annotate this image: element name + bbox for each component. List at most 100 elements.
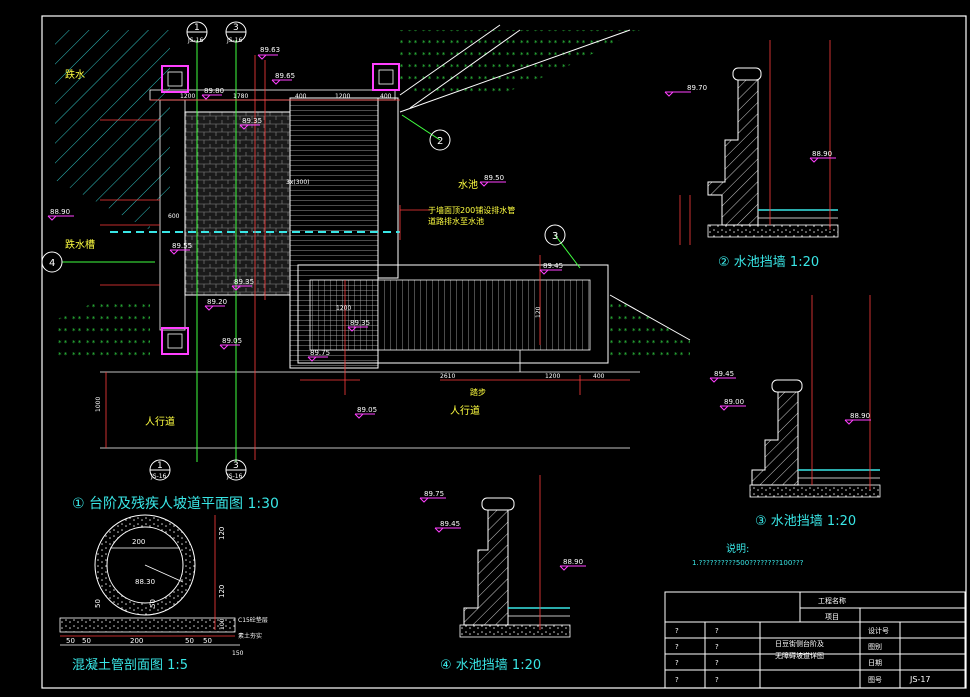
svg-text:89.63: 89.63 — [260, 46, 280, 54]
svg-text:89.45: 89.45 — [543, 262, 563, 270]
svg-text:?: ? — [715, 659, 719, 667]
svg-text:89.05: 89.05 — [357, 406, 377, 414]
svg-text:2610: 2610 — [440, 373, 455, 380]
svg-text:88.90: 88.90 — [850, 412, 870, 420]
svg-text:89.00: 89.00 — [724, 398, 744, 406]
svg-text:JS-16: JS-16 — [226, 37, 243, 44]
svg-text:图号: 图号 — [868, 676, 882, 684]
svg-text:3x(300): 3x(300) — [286, 179, 310, 186]
svg-text:素土夯实: 素土夯实 — [238, 632, 262, 640]
svg-text:120: 120 — [218, 585, 226, 598]
section-callouts — [41, 21, 566, 481]
label-sidewalk-mid: 人行道 — [450, 404, 480, 417]
svg-text:JS-16: JS-16 — [150, 473, 167, 480]
svg-text:89.55: 89.55 — [172, 242, 192, 250]
section-3-wall — [709, 295, 881, 498]
svg-text:89.35: 89.35 — [350, 319, 370, 327]
svg-text:88.90: 88.90 — [812, 150, 832, 158]
svg-text:50: 50 — [82, 637, 91, 645]
svg-text:89.45: 89.45 — [440, 520, 460, 528]
label-trough: 跌水槽 — [65, 238, 95, 251]
plan-title: ① 台阶及残疾人坡道平面图 1:30 — [72, 496, 279, 512]
label-water-left: 跌水 — [65, 68, 85, 81]
tb-project: 工程名称 — [818, 596, 846, 605]
svg-text:3: 3 — [233, 461, 239, 471]
tb-name-2: 无障碍坡道详图 — [775, 651, 824, 660]
svg-text:1000: 1000 — [95, 397, 102, 412]
svg-text:?: ? — [715, 627, 719, 635]
svg-text:88.90: 88.90 — [50, 208, 70, 216]
label-sidewalk-left: 人行道 — [145, 415, 175, 428]
svg-text:89.35: 89.35 — [242, 117, 262, 125]
svg-text:88.90: 88.90 — [563, 558, 583, 566]
section-2-title: ② 水池挡墙 1:20 — [718, 255, 819, 270]
svg-text:?: ? — [675, 659, 679, 667]
svg-text:50: 50 — [149, 599, 157, 608]
svg-text:JS-16: JS-16 — [226, 473, 243, 480]
soil-hatch-lower-left — [55, 300, 150, 360]
svg-text:120: 120 — [218, 527, 226, 540]
section-4-wall — [419, 475, 586, 638]
svg-text:?: ? — [715, 643, 719, 651]
svg-text:1200: 1200 — [335, 93, 350, 100]
svg-text:89.65: 89.65 — [275, 72, 295, 80]
svg-text:?: ? — [675, 643, 679, 651]
svg-text:2: 2 — [437, 136, 443, 147]
soil-hatch-lower-right — [610, 295, 690, 360]
svg-text:400: 400 — [593, 373, 605, 380]
section-4-title: ④ 水池挡墙 1:20 — [440, 658, 541, 673]
soil-hatch-top — [400, 30, 560, 95]
notes-line-1: 1.??????????500????????100??? — [692, 559, 804, 567]
svg-text:150: 150 — [232, 650, 244, 657]
svg-text:1200: 1200 — [180, 93, 195, 100]
svg-text:89.20: 89.20 — [207, 298, 227, 306]
section-3-title: ③ 水池挡墙 1:20 — [755, 514, 856, 529]
svg-text:89.80: 89.80 — [204, 87, 224, 95]
svg-text:?: ? — [675, 676, 679, 684]
svg-text:50: 50 — [66, 637, 75, 645]
concrete-pipe-section — [59, 514, 240, 646]
tb-name-1: 日豆街侧台阶及 — [775, 639, 824, 648]
svg-text:日期: 日期 — [868, 659, 882, 667]
label-drain-note-1: 于墙面顶200铺设排水管 — [428, 205, 515, 215]
svg-text:100: 100 — [219, 618, 226, 630]
svg-text:JS-16: JS-16 — [187, 37, 204, 44]
svg-text:C15砼垫层: C15砼垫层 — [238, 616, 268, 624]
svg-text:120: 120 — [535, 306, 542, 318]
svg-text:89.35: 89.35 — [234, 278, 254, 286]
svg-text:400: 400 — [295, 93, 307, 100]
svg-text:89.45: 89.45 — [714, 370, 734, 378]
svg-text:600: 600 — [168, 213, 180, 220]
post-top-left — [161, 65, 189, 93]
label-stair: 踏步 — [470, 387, 486, 397]
post-top-right — [372, 63, 400, 91]
soil-hatch-right — [500, 30, 640, 95]
notes-heading: 说明: — [726, 542, 749, 555]
svg-text:图别: 图别 — [868, 642, 882, 651]
title-block — [664, 591, 966, 689]
svg-text:50: 50 — [185, 637, 194, 645]
svg-text:89.50: 89.50 — [484, 174, 504, 182]
svg-text:50: 50 — [94, 599, 102, 608]
svg-text:4: 4 — [49, 258, 55, 269]
label-drain-note-2: 道路排水至水池 — [428, 216, 484, 226]
svg-text:400: 400 — [380, 93, 392, 100]
post-bottom-left — [161, 327, 189, 355]
svg-text:89.70: 89.70 — [687, 84, 707, 92]
svg-text:200: 200 — [132, 538, 145, 546]
svg-text:89.75: 89.75 — [424, 490, 444, 498]
svg-text:?: ? — [675, 627, 679, 635]
sheet-frame — [41, 15, 967, 689]
tb-drawing-no: JS-17 — [909, 675, 931, 684]
svg-text:3: 3 — [552, 231, 558, 242]
pipe-title: 混凝土管剖面图 1:5 — [72, 657, 188, 673]
svg-text:3: 3 — [233, 23, 239, 33]
svg-text:200: 200 — [130, 637, 143, 645]
svg-text:1: 1 — [194, 23, 200, 33]
svg-text:设计号: 设计号 — [868, 626, 889, 635]
plan-view — [47, 24, 691, 462]
svg-text:88.30: 88.30 — [135, 578, 155, 586]
svg-text:1: 1 — [157, 461, 163, 471]
